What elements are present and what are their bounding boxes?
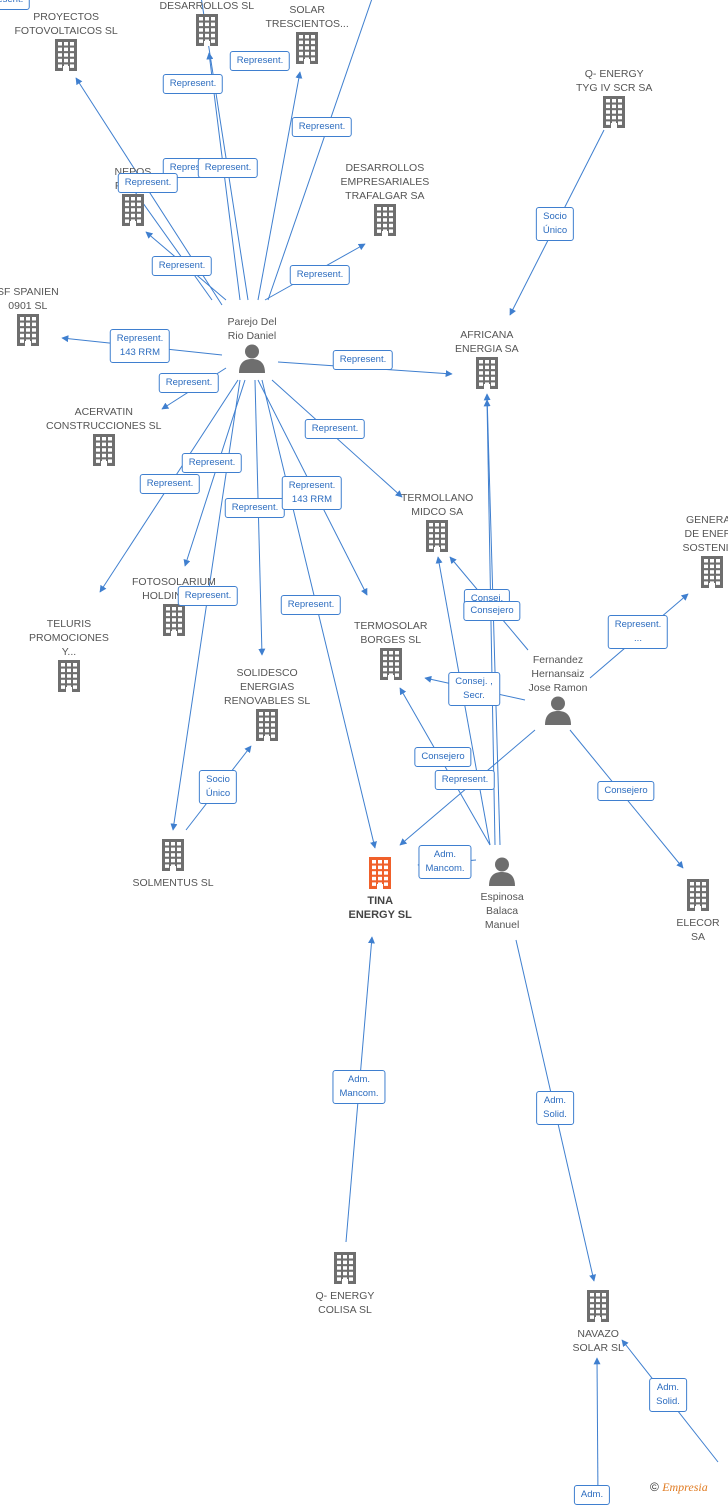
relation-label[interactable]: Represent. (178, 586, 238, 606)
building-icon (367, 856, 393, 890)
building-icon (601, 95, 627, 129)
relation-label[interactable]: Represent. (0, 0, 30, 10)
person-node-espinosa[interactable]: Espinosa Balaca Manuel (481, 856, 524, 932)
node-label: Espinosa Balaca Manuel (481, 890, 524, 932)
building-icon (254, 708, 280, 742)
company-node-acervatin[interactable]: ACERVATIN CONSTRUCCIONES SL (46, 405, 162, 471)
person-icon (237, 343, 267, 373)
node-label: DESARROLLOS EMPRESARIALES TRAFALGAR SA (341, 161, 430, 203)
building-icon (120, 193, 146, 227)
company-node-qenergy-tyg[interactable]: Q- ENERGY TYG IV SCR SA (576, 67, 652, 133)
node-label: Fernandez Hernansaiz Jose Ramon (529, 653, 588, 695)
relation-label[interactable]: Socio Único (199, 770, 237, 804)
relation-label[interactable]: Consejero (597, 781, 654, 801)
company-node-termollano[interactable]: TERMOLLANO MIDCO SA (401, 491, 473, 557)
relation-label[interactable]: Represent. (140, 474, 200, 494)
person-icon (543, 695, 573, 725)
relation-label[interactable]: Represent. (198, 158, 258, 178)
relation-label[interactable]: Represent. (230, 51, 290, 71)
person-node-parejo[interactable]: Parejo Del Rio Daniel (228, 315, 277, 377)
company-node-solmentus[interactable]: SOLMENTUS SL (133, 838, 214, 890)
node-label: SOLIDESCO ENERGIAS RENOVABLES SL (224, 666, 310, 708)
relation-label[interactable]: Represent. 143 RRM (110, 329, 170, 363)
building-icon (378, 647, 404, 681)
node-label: TERMOSOLAR BORGES SL (354, 619, 428, 647)
company-node-africana[interactable]: AFRICANA ENERGIA SA (455, 328, 519, 394)
building-icon (294, 31, 320, 65)
relation-label[interactable]: Represent. (292, 117, 352, 137)
node-label: AFRICANA ENERGIA SA (455, 328, 519, 356)
relation-label[interactable]: Adm. Solid. (649, 1378, 687, 1412)
node-label: ELECOR SA (668, 916, 728, 944)
relation-label[interactable]: Represent. 143 RRM (282, 476, 342, 510)
company-node-desarrollos-top[interactable]: DESARROLLOS SL (160, 0, 255, 51)
building-icon (53, 38, 79, 72)
building-icon (160, 838, 186, 872)
company-node-solidesco[interactable]: SOLIDESCO ENERGIAS RENOVABLES SL (224, 666, 310, 746)
node-label: TELURIS PROMOCIONES Y... (29, 617, 109, 659)
copyright-notice: © Empresia (650, 1480, 708, 1495)
company-node-tina[interactable]: TINA ENERGY SL (349, 856, 412, 922)
node-label: TINA ENERGY SL (349, 894, 412, 922)
building-icon (91, 433, 117, 467)
relation-label[interactable]: Represent. (435, 770, 495, 790)
node-label: PROYECTOS FOTOVOLTAICOS SL (15, 10, 118, 38)
building-icon (15, 313, 41, 347)
node-label: Q- ENERGY COLISA SL (316, 1289, 375, 1317)
relation-label[interactable]: Adm. (574, 1485, 610, 1505)
company-node-generacion[interactable]: GENERAC DE ENERG SOSTENIBL (683, 513, 728, 593)
company-node-elecor[interactable]: ELECOR SA (668, 878, 728, 944)
relation-label[interactable]: Represent. (152, 256, 212, 276)
node-label: TERMOLLANO MIDCO SA (401, 491, 473, 519)
brand-logo: Empresia (662, 1480, 708, 1494)
building-icon (585, 1289, 611, 1323)
relation-label[interactable]: Adm. Mancom. (332, 1070, 385, 1104)
building-icon (372, 203, 398, 237)
company-node-termosolar[interactable]: TERMOSOLAR BORGES SL (354, 619, 428, 685)
node-label: ACERVATIN CONSTRUCCIONES SL (46, 405, 162, 433)
relation-label[interactable]: Consej. , Secr. (448, 672, 500, 706)
building-icon (56, 659, 82, 693)
relation-label[interactable]: Represent. (333, 350, 393, 370)
building-icon (685, 878, 711, 912)
building-icon (194, 13, 220, 47)
relation-label[interactable]: Represent. (225, 498, 285, 518)
person-node-fernandez[interactable]: Fernandez Hernansaiz Jose Ramon (529, 653, 588, 729)
relation-label[interactable]: Represent. ... (608, 615, 668, 649)
person-icon (487, 856, 517, 886)
company-node-fotosolarium[interactable]: FOTOSOLARIUM HOLDING SL (132, 575, 216, 641)
node-label: Parejo Del Rio Daniel (228, 315, 277, 343)
node-label: SF SPANIEN 0901 SL (0, 285, 59, 313)
relation-label[interactable]: Represent. (118, 173, 178, 193)
relation-label[interactable]: Adm. Solid. (536, 1091, 574, 1125)
company-node-sf-spanien[interactable]: SF SPANIEN 0901 SL (0, 285, 59, 351)
relation-label[interactable]: Adm. Mancom. (418, 845, 471, 879)
relation-label[interactable]: Represent. (305, 419, 365, 439)
relation-label[interactable]: Consejero (463, 601, 520, 621)
company-node-teluris[interactable]: TELURIS PROMOCIONES Y... (29, 617, 109, 697)
node-label: SOLMENTUS SL (133, 876, 214, 890)
building-icon (474, 356, 500, 390)
company-node-proyectos[interactable]: PROYECTOS FOTOVOLTAICOS SL (15, 10, 118, 76)
relation-label[interactable]: Represent. (159, 373, 219, 393)
building-icon (332, 1251, 358, 1285)
node-label: Q- ENERGY TYG IV SCR SA (576, 67, 652, 95)
node-label: SOLAR TRESCIENTOS... (266, 3, 349, 31)
relation-label[interactable]: Represent. (182, 453, 242, 473)
relation-edge (597, 1358, 598, 1500)
node-label: DESARROLLOS SL (160, 0, 255, 13)
company-node-navazo[interactable]: NAVAZO SOLAR SL (573, 1289, 624, 1355)
relation-label[interactable]: Represent. (163, 74, 223, 94)
building-icon (424, 519, 450, 553)
building-icon (161, 603, 187, 637)
company-node-qenergy-colisa[interactable]: Q- ENERGY COLISA SL (316, 1251, 375, 1317)
node-label: GENERAC DE ENERG SOSTENIBL (683, 513, 728, 555)
relation-label[interactable]: Consejero (414, 747, 471, 767)
company-node-desarrollos-trafalgar[interactable]: DESARROLLOS EMPRESARIALES TRAFALGAR SA (341, 161, 430, 241)
building-icon (699, 555, 725, 589)
relation-label[interactable]: Socio Único (536, 207, 574, 241)
node-label: NAVAZO SOLAR SL (573, 1327, 624, 1355)
relation-label[interactable]: Represent. (290, 265, 350, 285)
relation-label[interactable]: Represent. (281, 595, 341, 615)
